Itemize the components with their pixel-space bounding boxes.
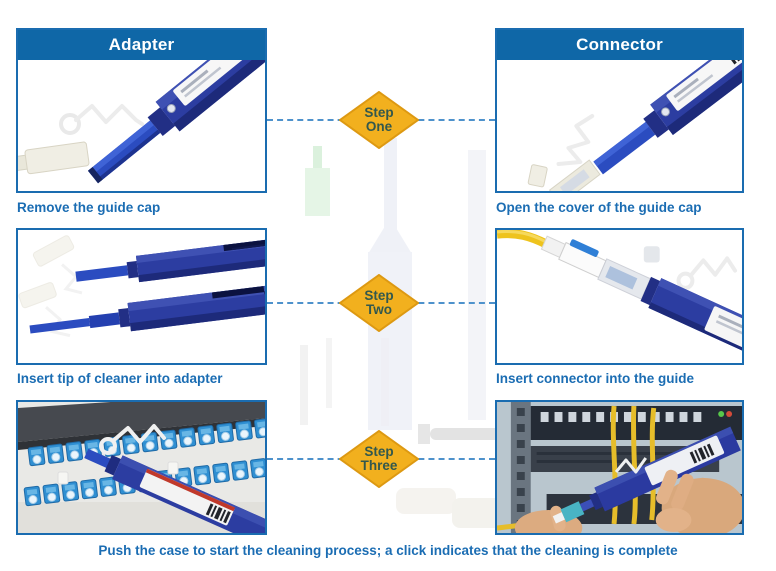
connector-step2-caption: Insert connector into the guide xyxy=(496,371,695,386)
adapter-step1-photo xyxy=(18,60,265,191)
cleaner-pen xyxy=(593,60,742,175)
ferrule xyxy=(552,512,566,524)
adapter-step3-photo xyxy=(18,402,265,533)
step-three-label-line1: Step xyxy=(364,444,394,459)
connector-step2-panel xyxy=(495,228,744,365)
adapter-header: Adapter xyxy=(18,30,265,60)
adapter-step1-caption: Remove the guide cap xyxy=(17,200,161,215)
opened-guide-cap xyxy=(548,159,601,191)
fiber-cable xyxy=(497,230,549,249)
connector-step1-panel: Connector xyxy=(495,28,744,193)
watermark-stick xyxy=(326,338,332,408)
lc-connector xyxy=(560,501,585,523)
connector-step2-photo xyxy=(497,230,742,363)
watermark-connector-blob xyxy=(396,488,456,514)
connector-step1-photo xyxy=(497,60,742,191)
adapter-step3-panel xyxy=(16,400,267,535)
connector-step1-caption: Open the cover of the guide cap xyxy=(496,200,702,215)
step-one-label-line1: Step xyxy=(364,105,394,120)
adapter-step2-caption: Insert tip of cleaner into adapter xyxy=(17,371,223,386)
adapter-step2-panel xyxy=(16,228,267,365)
step-one-badge: Step One xyxy=(339,91,419,149)
status-led-green xyxy=(718,411,725,417)
watermark-stick xyxy=(381,338,389,426)
watermark-pen-shoulder xyxy=(368,228,412,254)
step-one-label-line2: One xyxy=(365,119,393,134)
watermark-stripe xyxy=(468,150,486,420)
cleaner-pen xyxy=(87,60,265,184)
watermark-pen-tip xyxy=(384,138,397,233)
connector-header: Connector xyxy=(497,30,742,60)
step-two-badge: Step Two xyxy=(339,274,419,332)
connector-step3-panel xyxy=(495,400,744,535)
step-two-label-line1: Step xyxy=(364,288,394,303)
cleaner-pen xyxy=(552,426,741,524)
guide-cap xyxy=(18,141,90,175)
adapter-step1-panel: Adapter xyxy=(16,28,267,193)
step-two-label-line2: Two xyxy=(366,302,392,317)
step-three-badge: Step Three xyxy=(339,430,419,488)
watermark-green-pen-tip xyxy=(313,146,322,170)
cleaner-pen-upper xyxy=(75,233,265,283)
cleaner-pen-lower xyxy=(29,285,265,334)
cleaner-pen xyxy=(540,235,742,363)
connector-step3-photo xyxy=(497,402,742,533)
watermark-green-pen-body xyxy=(305,168,330,216)
cleaner-pen xyxy=(84,448,265,533)
watermark-syringe-plunger xyxy=(418,424,430,444)
step-three-label-line2: Three xyxy=(360,458,398,473)
watermark-stick xyxy=(300,345,308,425)
status-led-red xyxy=(726,411,733,417)
footer-caption: Push the case to start the cleaning proc… xyxy=(98,543,678,558)
cap-lid xyxy=(527,164,548,188)
adapter-step2-photo xyxy=(18,230,265,363)
